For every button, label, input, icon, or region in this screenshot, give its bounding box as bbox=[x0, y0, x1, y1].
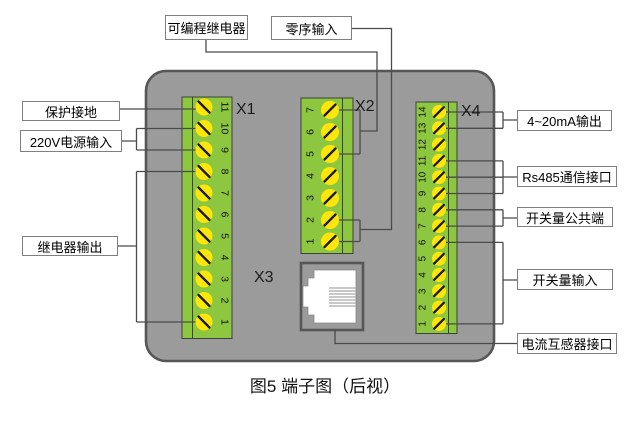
terminal-number: 1 bbox=[219, 319, 231, 325]
wire-relay-output bbox=[118, 170, 202, 323]
terminal-number: 14 bbox=[418, 106, 429, 118]
connector-label-x3: X3 bbox=[254, 269, 274, 286]
terminal-number: 4 bbox=[418, 272, 429, 278]
terminal-number: 6 bbox=[305, 129, 317, 135]
terminal-number: 2 bbox=[219, 298, 231, 304]
terminal-number: 8 bbox=[219, 169, 231, 175]
terminal-number: 2 bbox=[418, 304, 429, 310]
label-power-input: 220V电源输入 bbox=[20, 130, 122, 152]
terminal-number: 11 bbox=[418, 155, 429, 166]
wire-ct-interface bbox=[334, 330, 517, 345]
terminal-number: 5 bbox=[305, 151, 317, 157]
wire-programmable-relay bbox=[205, 40, 378, 155]
connector-label-x4: X4 bbox=[461, 103, 481, 120]
terminal-number: 7 bbox=[305, 107, 317, 113]
terminal-number: 5 bbox=[219, 233, 231, 239]
wire-zero-sequence bbox=[337, 27, 393, 243]
terminal-number: 11 bbox=[219, 102, 231, 113]
terminal-number: 4 bbox=[219, 255, 231, 261]
x1-terminals: 11 10 9 8 7 6 5 4 3 2 1 bbox=[195, 98, 231, 331]
terminal-number: 3 bbox=[418, 288, 429, 294]
connector-label-x1: X1 bbox=[236, 101, 256, 118]
label-protective-earth: 保护接地 bbox=[22, 101, 120, 121]
label-rs485-interface: Rs485通信接口 bbox=[517, 166, 617, 187]
terminal-block-x4 bbox=[415, 101, 458, 334]
terminal-number: 1 bbox=[418, 321, 429, 327]
terminal-number: 7 bbox=[219, 190, 231, 196]
terminal-number: 10 bbox=[418, 171, 429, 183]
terminal-number: 1 bbox=[305, 238, 317, 244]
label-4-20ma-output: 4~20mA输出 bbox=[517, 110, 612, 131]
label-ct-interface: 电流互感器接口 bbox=[517, 333, 617, 354]
wire-4-20ma bbox=[443, 111, 517, 129]
terminal-number: 9 bbox=[418, 190, 429, 196]
terminal-number: 10 bbox=[219, 123, 231, 135]
label-zero-sequence-input: 零序输入 bbox=[271, 16, 352, 40]
terminal-number: 4 bbox=[305, 173, 317, 179]
terminal-number: 7 bbox=[418, 223, 429, 229]
label-relay-output: 继电器输出 bbox=[22, 236, 118, 256]
terminal-number: 6 bbox=[418, 239, 429, 245]
terminal-number: 8 bbox=[418, 207, 429, 213]
rj45-jack-x3 bbox=[299, 261, 365, 332]
terminal-number: 5 bbox=[418, 255, 429, 261]
terminal-number: 3 bbox=[219, 276, 231, 282]
rj45-pins bbox=[329, 287, 356, 307]
x4-terminals: 14 13 12 11 10 9 8 7 6 5 4 3 2 1 bbox=[418, 105, 446, 331]
wire-switch-common bbox=[443, 209, 517, 227]
wire-switch-input bbox=[443, 241, 517, 325]
figure-caption: 图5 端子图（后视） bbox=[249, 377, 401, 396]
terminal-number: 12 bbox=[418, 139, 429, 151]
label-switch-input: 开关量输入 bbox=[517, 269, 613, 290]
terminal-number: 13 bbox=[418, 122, 429, 134]
wire-power-input bbox=[122, 127, 202, 151]
connector-label-x2: X2 bbox=[355, 98, 375, 115]
terminal-number: 6 bbox=[219, 212, 231, 218]
terminal-number: 9 bbox=[219, 147, 231, 153]
terminal-number: 3 bbox=[305, 195, 317, 201]
label-programmable-relay: 可编程继电器 bbox=[165, 15, 248, 40]
terminal-number: 2 bbox=[305, 217, 317, 223]
label-switch-common: 开关量公共端 bbox=[517, 207, 613, 227]
wire-rs485 bbox=[443, 160, 517, 195]
x2-terminals: 7 6 5 4 3 2 1 bbox=[305, 101, 339, 251]
